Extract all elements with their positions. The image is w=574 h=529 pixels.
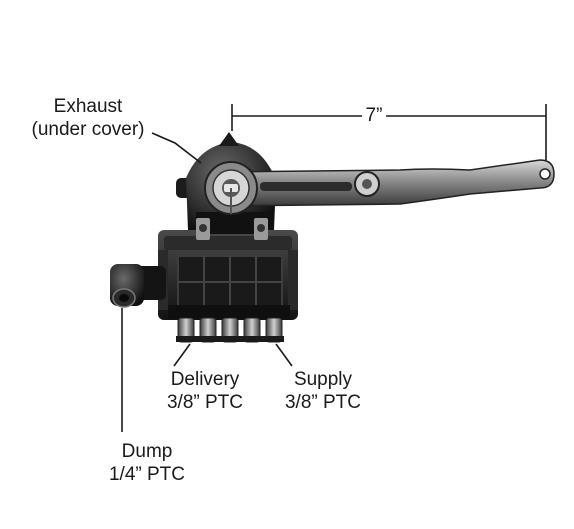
exhaust-label-line2: (under cover) xyxy=(31,119,145,140)
supply-label: Supply 3/8” PTC xyxy=(270,368,376,414)
pivot-hub xyxy=(204,161,258,215)
bottom-fittings xyxy=(176,317,284,343)
supply-label-line1: Supply xyxy=(293,369,353,390)
delivery-leader xyxy=(173,343,191,367)
dimension-line xyxy=(231,104,547,160)
supply-label-line2: 3/8” PTC xyxy=(284,392,362,413)
dimension-label: 7” xyxy=(362,104,386,127)
leader-lines xyxy=(121,132,293,432)
lever-arm xyxy=(213,159,555,207)
delivery-label-line1: Delivery xyxy=(170,369,240,390)
supply-leader xyxy=(275,343,293,367)
delivery-label-line2: 3/8” PTC xyxy=(166,392,244,413)
dump-label-line2: 1/4” PTC xyxy=(108,464,186,485)
exhaust-leader xyxy=(151,132,202,164)
dump-label-line1: Dump xyxy=(121,441,173,462)
delivery-label: Delivery 3/8” PTC xyxy=(152,368,258,414)
dump-fitting xyxy=(110,264,166,308)
exhaust-label: Exhaust (under cover) xyxy=(20,95,156,141)
exhaust-label-line1: Exhaust xyxy=(53,96,123,117)
valve-body xyxy=(158,230,298,320)
dump-label: Dump 1/4” PTC xyxy=(94,440,200,486)
dimension-value: 7” xyxy=(365,105,383,126)
